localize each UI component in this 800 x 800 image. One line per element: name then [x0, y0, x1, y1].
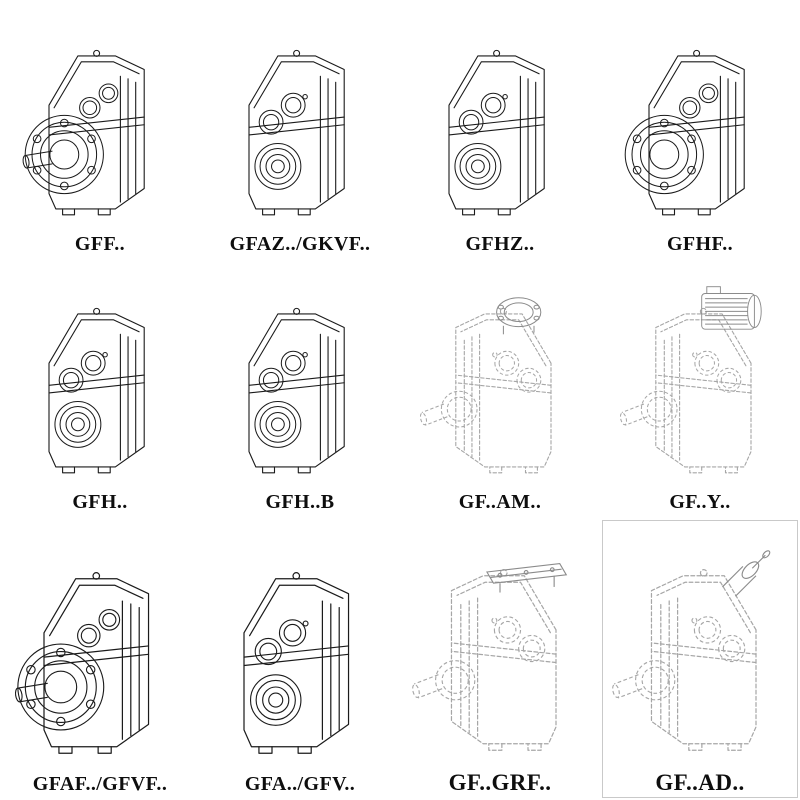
gearbox-model-label: GFHZ..: [465, 233, 535, 255]
gearbox-cell: GF..GRF..: [400, 518, 600, 800]
gearbox-cell: GFHF..: [600, 0, 800, 260]
mounting-plate-gearbox-drawing: [410, 563, 567, 768]
hollow-shaft-gearbox-drawing: [448, 49, 545, 216]
gearbox-model-label: GFH..B: [265, 491, 335, 513]
gearbox-model-label: GF..AD..: [655, 770, 745, 795]
motor-mounted-gearbox-drawing: [618, 286, 762, 489]
gearbox-cell: GFH..: [0, 260, 200, 518]
hollow-shaft-gearbox-drawing: [48, 307, 145, 474]
gearbox-model-label: GFH..: [72, 491, 128, 513]
gearbox-model-label: GFA../GFV..: [244, 773, 356, 795]
flange-gearbox-drawing: [624, 49, 745, 216]
gearbox-cell: GFH..B: [200, 260, 400, 518]
gearbox-model-label: GF..GRF..: [448, 770, 552, 795]
gearbox-cell: GFA../GFV..: [200, 518, 400, 800]
gearbox-model-label: GFAZ../GKVF..: [229, 233, 371, 255]
input-adapter-gearbox-drawing: [610, 548, 772, 768]
gearbox-model-label: GF..Y..: [669, 491, 731, 513]
hollow-shaft-gearbox-drawing: [243, 572, 350, 754]
gearbox-cell: GF..AD..: [600, 518, 800, 800]
gearbox-cell: GF..AM..: [400, 260, 600, 518]
gearbox-cell: GFHZ..: [400, 0, 600, 260]
gearbox-cell: GFF..: [0, 0, 200, 260]
gearbox-model-label: GF..AM..: [458, 491, 542, 513]
gearbox-cell: GFAF../GFVF..: [0, 518, 200, 800]
gearbox-model-label: GFAF../GFVF..: [32, 773, 168, 795]
gearbox-model-label: GFHF..: [666, 233, 734, 255]
flange-gearbox-drawing: [21, 49, 145, 216]
motor-adapter-gearbox-drawing: [418, 297, 589, 489]
gearbox-cell: GF..Y..: [600, 260, 800, 518]
hollow-shaft-gearbox-drawing: [248, 307, 345, 474]
hollow-shaft-gearbox-drawing: [248, 49, 345, 216]
gearbox-cell: GFAZ../GKVF..: [200, 0, 400, 260]
flange-gearbox-drawing: [14, 572, 150, 754]
gearbox-model-label: GFF..: [74, 233, 126, 255]
